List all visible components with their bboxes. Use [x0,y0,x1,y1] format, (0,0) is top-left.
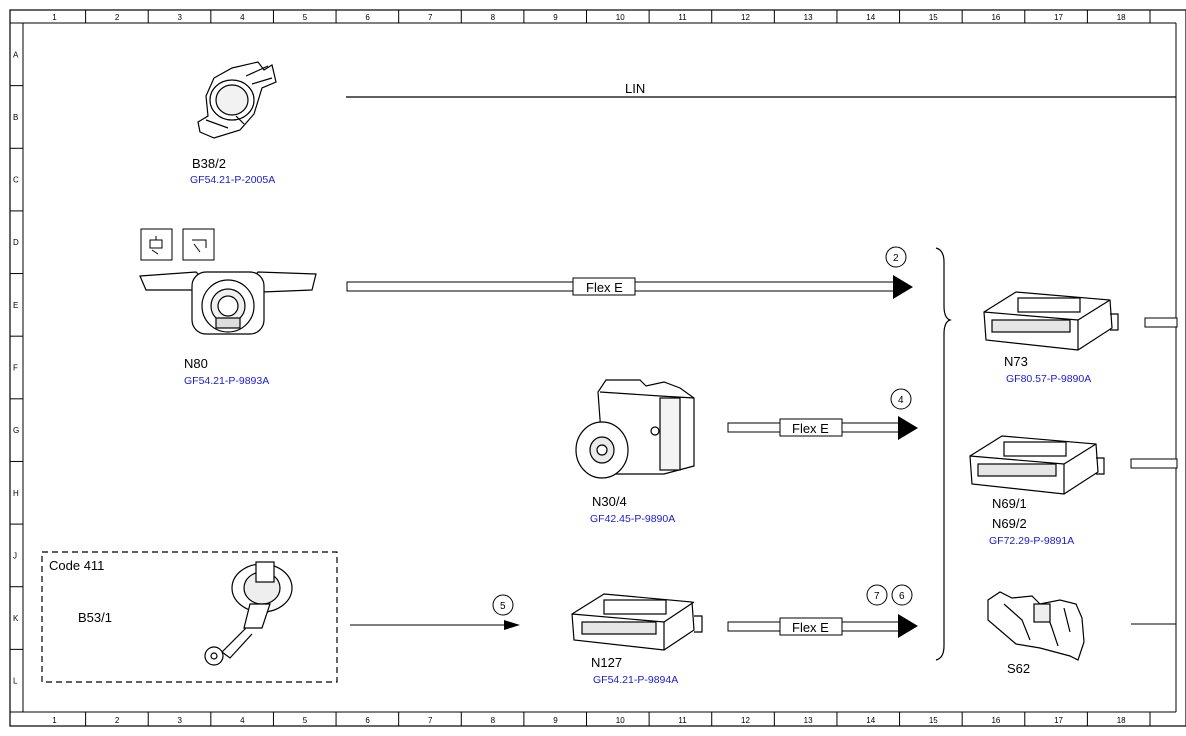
column-label-10: 10 [616,13,625,22]
n127-ref[interactable]: GF54.21-P-9894A [593,674,678,686]
column-label-10: 10 [616,716,625,725]
column-label-2: 2 [115,13,120,22]
row-label-J: J [13,551,17,560]
column-label-6: 6 [365,13,370,22]
row-label-F: F [13,364,18,373]
marker-circle-6 [891,584,913,606]
flex-e-connection-3 [727,614,918,638]
marker-circle-7 [866,584,888,606]
column-label-15: 15 [929,13,938,22]
marker-2: 2 [893,253,899,264]
n73-ref[interactable]: GF80.57-P-9890A [1006,373,1091,385]
column-label-8: 8 [491,13,496,22]
column-label-14: 14 [866,716,875,725]
flex-e-label-2: Flex E [792,421,829,436]
column-label-6: 6 [365,716,370,725]
column-label-16: 16 [991,13,1000,22]
n80-label: N80 [184,356,208,371]
row-label-B: B [13,113,18,122]
column-label-4: 4 [240,13,245,22]
n69-control-unit-icon [969,435,1105,495]
column-label-5: 5 [303,13,308,22]
esp-hydraulic-unit-icon [575,379,695,479]
row-label-G: G [13,426,19,435]
column-label-13: 13 [804,13,813,22]
column-label-15: 15 [929,716,938,725]
row-label-A: A [13,50,19,59]
column-grid: 1122334455667788991010111112121313141415… [52,10,1151,726]
column-label-16: 16 [991,716,1000,725]
column-label-9: 9 [553,716,558,725]
marker-circle-5 [492,594,514,616]
column-label-18: 18 [1117,716,1126,725]
column-label-17: 17 [1054,716,1063,725]
flex-e-connection-2 [727,416,918,440]
column-label-17: 17 [1054,13,1063,22]
steering-switch-symbol-icon [140,228,173,261]
column-label-14: 14 [866,13,875,22]
s62-label: S62 [1007,661,1030,676]
lin-label: LIN [625,81,645,96]
n73-label: N73 [1004,354,1028,369]
column-label-1: 1 [52,716,57,725]
row-label-D: D [13,238,19,247]
flex-e-label-1: Flex E [586,280,623,295]
column-label-7: 7 [428,716,433,725]
n127-label: N127 [591,655,622,670]
column-label-1: 1 [52,13,57,22]
column-label-4: 4 [240,716,245,725]
column-label-11: 11 [678,13,687,22]
marker-circle-2 [885,246,907,268]
marker-4: 4 [898,395,904,406]
n69-ref[interactable]: GF72.29-P-9891A [989,535,1074,547]
column-label-3: 3 [178,716,183,725]
s62-switch-icon [987,591,1085,661]
marker-6: 6 [899,591,905,602]
n69-output-stub [1130,458,1178,469]
rain-light-sensor-icon [197,61,277,139]
row-label-K: K [13,614,19,623]
b38-2-ref[interactable]: GF54.21-P-2005A [190,174,275,186]
n127-control-unit-icon [571,593,703,651]
sensor-actuator-icon [204,561,293,666]
column-label-13: 13 [804,716,813,725]
n69-1-label: N69/1 [992,496,1027,511]
column-label-2: 2 [115,716,120,725]
column-label-11: 11 [678,716,687,725]
flex-e-connection-1 [346,275,913,299]
column-label-18: 18 [1117,13,1126,22]
marker-7: 7 [874,591,880,602]
switch-symbol-icon [182,228,215,261]
group-brace [935,247,952,661]
marker-circle-4 [890,388,912,410]
column-label-12: 12 [741,13,750,22]
column-label-8: 8 [491,716,496,725]
code-411-box [41,551,338,683]
column-label-3: 3 [178,13,183,22]
n69-2-label: N69/2 [992,516,1027,531]
n73-control-unit-icon [983,291,1119,351]
row-label-L: L [13,677,18,686]
n73-output-stub [1144,317,1178,328]
code-411-label: Code 411 [49,558,104,573]
row-label-C: C [13,176,19,185]
flex-e-label-3: Flex E [792,620,829,635]
b53-1-label: B53/1 [78,610,112,625]
column-label-5: 5 [303,716,308,725]
steering-column-module-icon [139,271,317,335]
column-label-9: 9 [553,13,558,22]
row-grid: A B C D E F G H J K L [10,50,23,713]
diagram-frame [9,9,1186,727]
n80-ref[interactable]: GF54.21-P-9893A [184,375,269,387]
marker-5: 5 [500,601,506,612]
column-label-7: 7 [428,13,433,22]
n30-4-ref[interactable]: GF42.45-P-9890A [590,513,675,525]
b38-2-label: B38/2 [192,156,226,171]
n30-4-label: N30/4 [592,494,627,509]
signal-connection-5 [350,620,520,630]
column-label-12: 12 [741,716,750,725]
row-label-E: E [13,301,18,310]
row-label-H: H [13,489,19,498]
